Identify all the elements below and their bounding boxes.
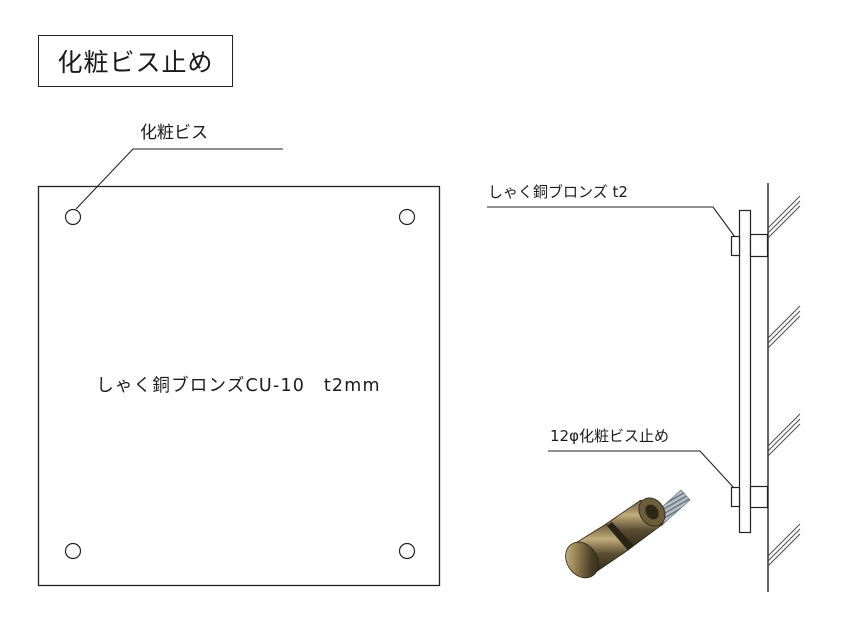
spacer-bottom: [749, 485, 769, 509]
spacer-top: [749, 233, 769, 258]
side-screw-leader: [548, 450, 735, 489]
wall-hatching: [767, 195, 801, 567]
cap-bottom: [730, 486, 741, 508]
page-title: 化粧ビス止め: [38, 35, 233, 87]
screw-callout-leader: [75, 148, 283, 210]
side-plate-callout-label: しゃく銅ブロンズ t2: [488, 183, 628, 201]
side-plate-leader: [487, 206, 736, 238]
hole-bottom-left: [64, 542, 82, 560]
side-plate: [738, 209, 752, 534]
hole-bottom-right: [398, 542, 416, 560]
cap-top: [730, 235, 741, 257]
front-plate: [37, 185, 441, 587]
hole-top-left: [64, 208, 82, 226]
screw-photo: [565, 489, 691, 579]
hole-top-right: [398, 208, 416, 226]
side-screw-callout-label: 12φ化粧ビス止め: [550, 427, 669, 445]
screw-callout-label: 化粧ビス: [140, 123, 208, 143]
screw-cap-face: [565, 541, 599, 579]
plate-spec-label: しゃく銅ブロンズCU-10 t2mm: [96, 376, 381, 396]
